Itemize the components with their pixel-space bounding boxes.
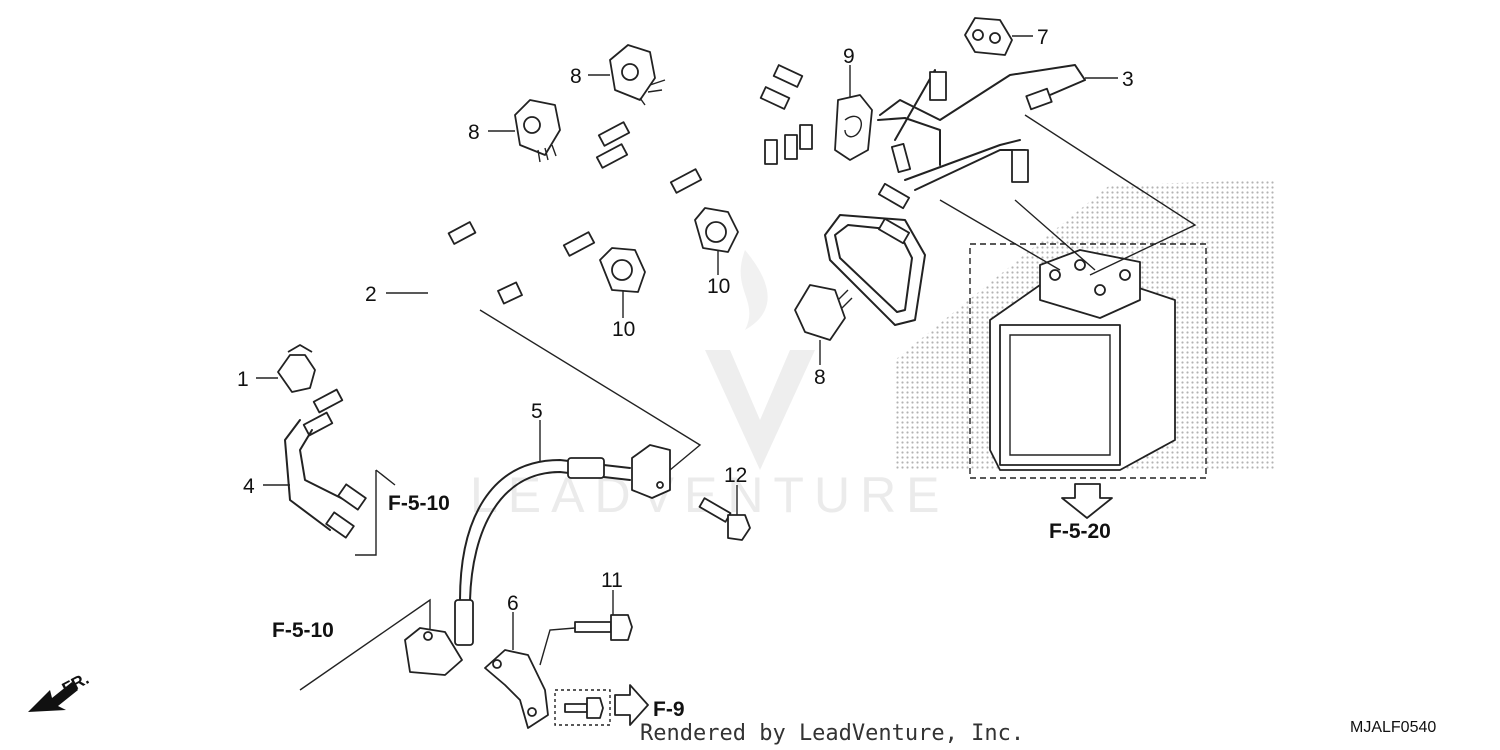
bracket-6 — [484, 649, 549, 729]
abs-fittings — [929, 71, 1053, 183]
ref-arrows — [28, 483, 1113, 726]
right-arrow-icon — [614, 684, 649, 726]
abs-modulator — [939, 114, 1207, 479]
ref-f-9: F-9 — [653, 698, 685, 721]
diagram-code: MJALF0540 — [1350, 719, 1436, 736]
callout-4: 4 — [243, 475, 255, 498]
watermark: LEADVENTURE — [470, 250, 950, 523]
callout-8-left: 8 — [468, 121, 480, 144]
pipe-sleeves — [302, 64, 912, 437]
callout-10-left: 10 — [612, 318, 635, 341]
callout-12: 12 — [724, 464, 747, 487]
callout-1: 1 — [237, 368, 249, 391]
front-direction-arrow-icon — [28, 682, 78, 712]
watermark-text: LEADVENTURE — [470, 467, 950, 523]
callout-leaders — [256, 35, 1118, 650]
ref-f-5-20: F-5-20 — [1049, 520, 1111, 543]
clamp-8-upper — [609, 44, 666, 106]
callout-11: 11 — [601, 569, 623, 592]
bolt-11 — [574, 614, 633, 641]
render-credit: Rendered by LeadVenture, Inc. — [640, 721, 1024, 746]
clamp-9 — [834, 94, 873, 161]
clamp-7 — [964, 17, 1013, 56]
brake-pipe-4 — [284, 281, 523, 539]
bolt-f9 — [554, 689, 611, 726]
clamp-8-lower — [794, 284, 853, 341]
callout-5: 5 — [531, 400, 543, 423]
down-arrow-icon — [1061, 483, 1113, 519]
callout-9: 9 — [843, 45, 855, 68]
callout-2: 2 — [365, 283, 377, 306]
bolt-12 — [698, 497, 751, 541]
clamp-10-left — [599, 247, 646, 293]
callout-7: 7 — [1037, 26, 1049, 49]
ref-labels: F-5-10 F-5-10 F-5-20 F-9 FR. — [59, 492, 1111, 721]
callout-labels: 1 2 3 4 5 6 7 8 8 8 9 10 10 11 12 — [237, 26, 1134, 615]
brake-hose-5 — [404, 444, 671, 676]
reference-leaders — [299, 309, 702, 691]
ref-f-5-10-upper: F-5-10 — [388, 492, 450, 515]
callout-3: 3 — [1122, 68, 1134, 91]
ref-f-5-10-lower: F-5-10 — [272, 619, 334, 642]
clamp-10-right — [694, 207, 739, 253]
clamp-1 — [277, 344, 316, 393]
callout-8-lower: 8 — [814, 366, 826, 389]
callout-8-upper: 8 — [570, 65, 582, 88]
callout-6: 6 — [507, 592, 519, 615]
callout-10-right: 10 — [707, 275, 730, 298]
clamp-8-upper-left — [514, 99, 561, 163]
